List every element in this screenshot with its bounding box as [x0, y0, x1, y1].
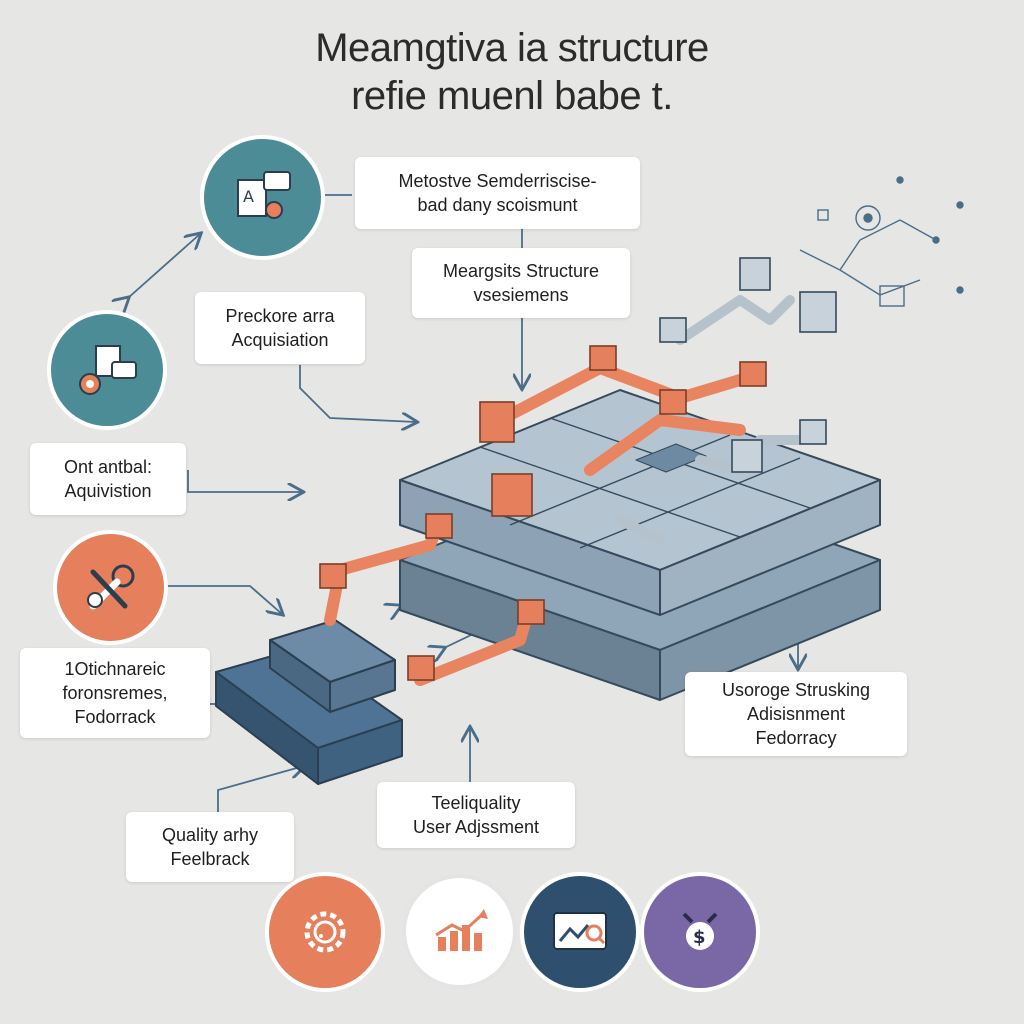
label-usoroge-line1: Usoroge Strusking [721, 680, 871, 700]
tools-gear-icon[interactable] [53, 530, 168, 645]
gear-icon[interactable] [265, 872, 385, 992]
label-teeliquality: Teeliquality User Adjssment [377, 782, 575, 848]
label-top-center: Metostve Semderriscise- bad dany scoismu… [355, 157, 640, 229]
label-otichnareic-line3: Fodorrack [74, 707, 156, 727]
arrow-preckore [299, 365, 416, 422]
label-preckore: Preckore arra Acquisiation [195, 292, 365, 364]
label-top-center-line2: bad dany scoismunt [417, 195, 578, 215]
label-preckore-line1: Preckore arra [225, 306, 335, 326]
label-structure-line2: vsesiemens [473, 285, 569, 305]
money-gears-icon[interactable]: $ [640, 872, 760, 992]
label-quality-line2: Feelbrack [170, 849, 250, 869]
title-line-2: refie muenl babe t. [351, 74, 673, 118]
base-block [215, 619, 403, 785]
label-usoroge-line2: Adisisnment [746, 704, 846, 724]
gear-documents-icon[interactable] [47, 310, 167, 430]
label-quality-line1: Quality arhy [161, 825, 259, 845]
gray-connectors [659, 257, 837, 473]
label-usoroge-line3: Fedorracy [755, 728, 837, 748]
label-usoroge: Usoroge Strusking Adisisnment Fedorracy [685, 672, 907, 756]
label-otichnareic-line1: 1Otichnareic [64, 659, 166, 679]
growth-chart-icon[interactable] [402, 874, 517, 989]
arrow-tools [146, 585, 282, 614]
arrow-top-left [128, 234, 200, 298]
label-otichnareic-line2: foronsremes, [62, 683, 168, 703]
label-quality: Quality arhy Feelbrack [126, 812, 294, 882]
svg-text:A: A [243, 187, 254, 206]
label-preckore-line2: Acquisiation [231, 330, 329, 350]
label-ont-antbal: Ont antbal: Aquivistion [30, 443, 186, 515]
arrow-ont-antbal [187, 470, 302, 492]
label-teeliquality-line2: User Adjssment [412, 817, 540, 837]
analytics-screen-icon[interactable] [520, 872, 640, 992]
title-line-1: Meamgtiva ia structure [315, 26, 709, 70]
label-ont-antbal-line1: Ont antbal: [63, 457, 153, 477]
label-ont-antbal-line2: Aquivistion [64, 481, 152, 501]
arrow-quality [217, 766, 304, 812]
label-otichnareic: 1Otichnareic foronsremes, Fodorrack [20, 648, 210, 738]
label-structure-line1: Meargsits Structure [442, 261, 600, 281]
node-network [799, 176, 964, 307]
label-top-center-line1: Metostve Semderriscise- [398, 171, 597, 191]
document-chat-icon[interactable]: A [200, 135, 325, 260]
svg-text:$: $ [693, 927, 706, 948]
orange-connectors [319, 345, 767, 681]
label-teeliquality-line1: Teeliquality [431, 793, 521, 813]
label-structure: Meargsits Structure vsesiemens [412, 248, 630, 318]
